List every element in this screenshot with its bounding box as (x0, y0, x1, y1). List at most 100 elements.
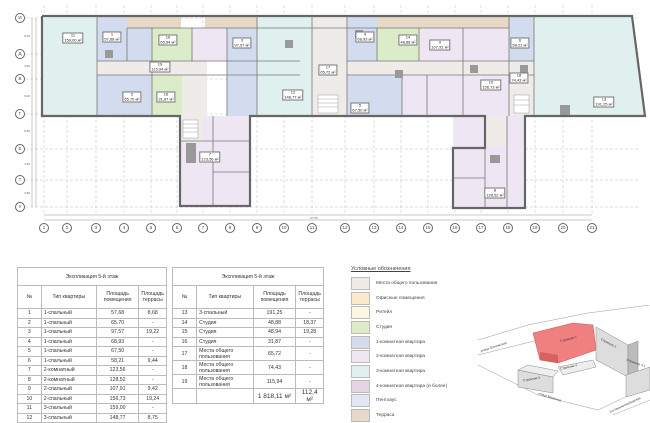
column-axis-bubble: 20 (558, 223, 568, 233)
row-dimension: 3.95 (24, 64, 30, 68)
legend-item: 2-комнатная квартира (351, 349, 481, 364)
column-axis-bubble: 17 (476, 223, 486, 233)
cell: 2 (17, 317, 42, 328)
color-swatch (351, 276, 370, 290)
column-axis-bubble: 3 (91, 223, 101, 233)
column-axis-bubble: 12 (340, 223, 350, 233)
cell: 10 (17, 393, 42, 404)
cell: 15 (171, 327, 198, 338)
cell: 159,00 (95, 403, 140, 414)
cell: 65,72 (252, 346, 297, 361)
cell: 9,44 (138, 355, 167, 366)
cell: 58,21 (95, 355, 140, 366)
column-axis-bubble: 21 (587, 223, 597, 233)
color-swatch (351, 291, 370, 305)
total-dimension: 97.55 (310, 216, 318, 220)
cell: 19 (171, 374, 198, 389)
legend-label: Терраса (376, 413, 395, 419)
color-swatch (351, 320, 370, 334)
legend-item: 1-комнатная квартира (351, 335, 481, 350)
cell: 5 (17, 346, 42, 357)
legend-label: Места общего пользования (376, 280, 438, 286)
cell: - (295, 308, 324, 319)
total-terrace: 112,4 м² (295, 388, 324, 404)
cell: 128,52 (95, 374, 140, 385)
cell: 68,93 (95, 336, 140, 347)
column-axis-bubble: 16 (450, 223, 460, 233)
column-axis-bubble: 6 (172, 223, 182, 233)
cell: 2-спальный (40, 393, 97, 404)
column-axis-bubble: 19 (530, 223, 540, 233)
cell: - (138, 336, 167, 347)
color-swatch (351, 306, 370, 320)
column-header: Тип квартиры (40, 285, 97, 309)
cell (196, 388, 254, 404)
column-axis-bubble: 18 (503, 223, 513, 233)
row-axis-bubble: У (15, 202, 25, 212)
cell: 107,91 (95, 384, 140, 395)
cell: 3-спальный (40, 403, 97, 414)
cell: 31,87 (252, 336, 297, 347)
row-dimension: 6.00 (24, 94, 30, 98)
cell: 3-спальный (196, 308, 254, 319)
column-axis-bubble: 2 (62, 223, 72, 233)
cell: 123,56 (95, 365, 140, 376)
cell: 17 (171, 346, 198, 361)
cell: 1-спальный (40, 336, 97, 347)
cell: 3 (17, 327, 42, 338)
site-massing-diagram: Строение 1 Строение 2 Строение 3 Строени… (477, 304, 650, 416)
cell: 191,25 (252, 308, 297, 319)
cell: 1-спальный (40, 346, 97, 357)
cell: - (138, 346, 167, 357)
explication-table-right: Экспликация 5-й этаж № Тип квартиры Площ… (171, 267, 324, 404)
cell: - (138, 403, 167, 414)
cell: 9,42 (138, 384, 167, 395)
legend-item: Студия (351, 320, 481, 335)
legend-label: 2-комнатная квартира (376, 354, 426, 360)
column-axis-bubble: 8 (225, 223, 235, 233)
total-area: 1 818,11 м² (252, 388, 297, 404)
cell: - (295, 346, 324, 361)
column-header: Площадь террасы (138, 285, 167, 309)
column-header: Площадь помещения (95, 285, 140, 309)
legend-label: 3-комнатная квартира (376, 368, 426, 374)
cell: Студия (196, 336, 254, 347)
floor-plan: И Д В Г Е Т У 1 2 3 4 5 6 7 8 9 10 11 12… (15, 5, 647, 233)
color-swatch (351, 364, 370, 378)
cell: 48,88 (252, 317, 297, 328)
cell: 11 (17, 403, 42, 414)
color-swatch (351, 335, 370, 349)
legend-item: 4-комнатная квартира (и более) (351, 379, 481, 394)
column-axis-bubble: 5 (146, 223, 156, 233)
cell: Места общего пользования (196, 360, 254, 375)
row-axis-bubble: Т (15, 175, 25, 185)
cell: 2-спальный (40, 384, 97, 395)
cell: 57,68 (95, 308, 140, 319)
cell: 65,70 (95, 317, 140, 328)
column-header: Площадь помещения (252, 285, 297, 309)
column-axis-bubble: 15 (423, 223, 433, 233)
explication-table-left: Экспликация 5-й этаж № Тип квартиры Площ… (17, 267, 167, 423)
